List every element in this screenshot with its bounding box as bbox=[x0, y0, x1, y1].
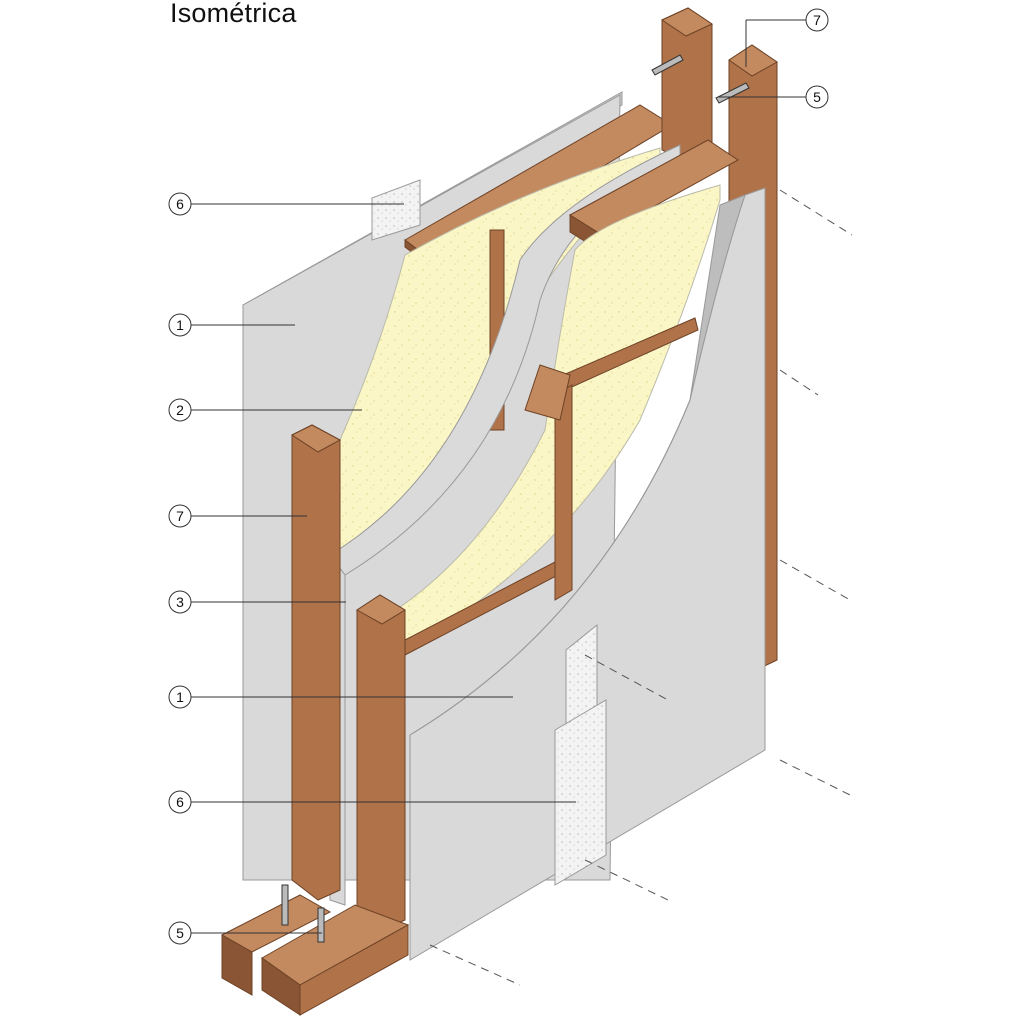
page-title: Isométrica bbox=[170, 0, 297, 28]
callout-1-upper: 1 bbox=[168, 313, 192, 337]
svg-text:1: 1 bbox=[176, 689, 184, 705]
svg-text:5: 5 bbox=[813, 89, 821, 105]
svg-text:7: 7 bbox=[176, 508, 184, 524]
leader-lines bbox=[191, 19, 806, 934]
anchor-bolt-top-back bbox=[651, 54, 684, 76]
callout-6-bottom: 6 bbox=[168, 790, 192, 814]
svg-text:2: 2 bbox=[176, 402, 184, 418]
svg-text:7: 7 bbox=[813, 12, 821, 28]
screws bbox=[429, 189, 853, 986]
callout-7-right: 7 bbox=[805, 8, 829, 32]
svg-text:1: 1 bbox=[176, 317, 184, 333]
callout-3: 3 bbox=[168, 590, 192, 614]
left-stud-back bbox=[291, 424, 341, 901]
svg-text:5: 5 bbox=[176, 925, 184, 941]
anchor-bolt-bottom-left bbox=[281, 884, 289, 926]
left-stud-front bbox=[356, 594, 406, 931]
callout-2: 2 bbox=[168, 398, 192, 422]
callout-7-left: 7 bbox=[168, 504, 192, 528]
middle-gypsum-board bbox=[329, 144, 681, 576]
joint-compound-bottom bbox=[554, 699, 607, 886]
svg-text:6: 6 bbox=[176, 196, 184, 212]
svg-text:3: 3 bbox=[176, 594, 184, 610]
joint-compound-top bbox=[371, 179, 421, 241]
callout-5-right: 5 bbox=[805, 85, 829, 109]
callout-5-bottom: 5 bbox=[168, 921, 192, 945]
callout-1-lower: 1 bbox=[168, 685, 192, 709]
svg-text:6: 6 bbox=[176, 794, 184, 810]
anchor-bolt-bottom-right bbox=[317, 907, 325, 943]
anchor-bolt-top-front bbox=[715, 82, 750, 104]
callout-6-top: 6 bbox=[168, 192, 192, 216]
